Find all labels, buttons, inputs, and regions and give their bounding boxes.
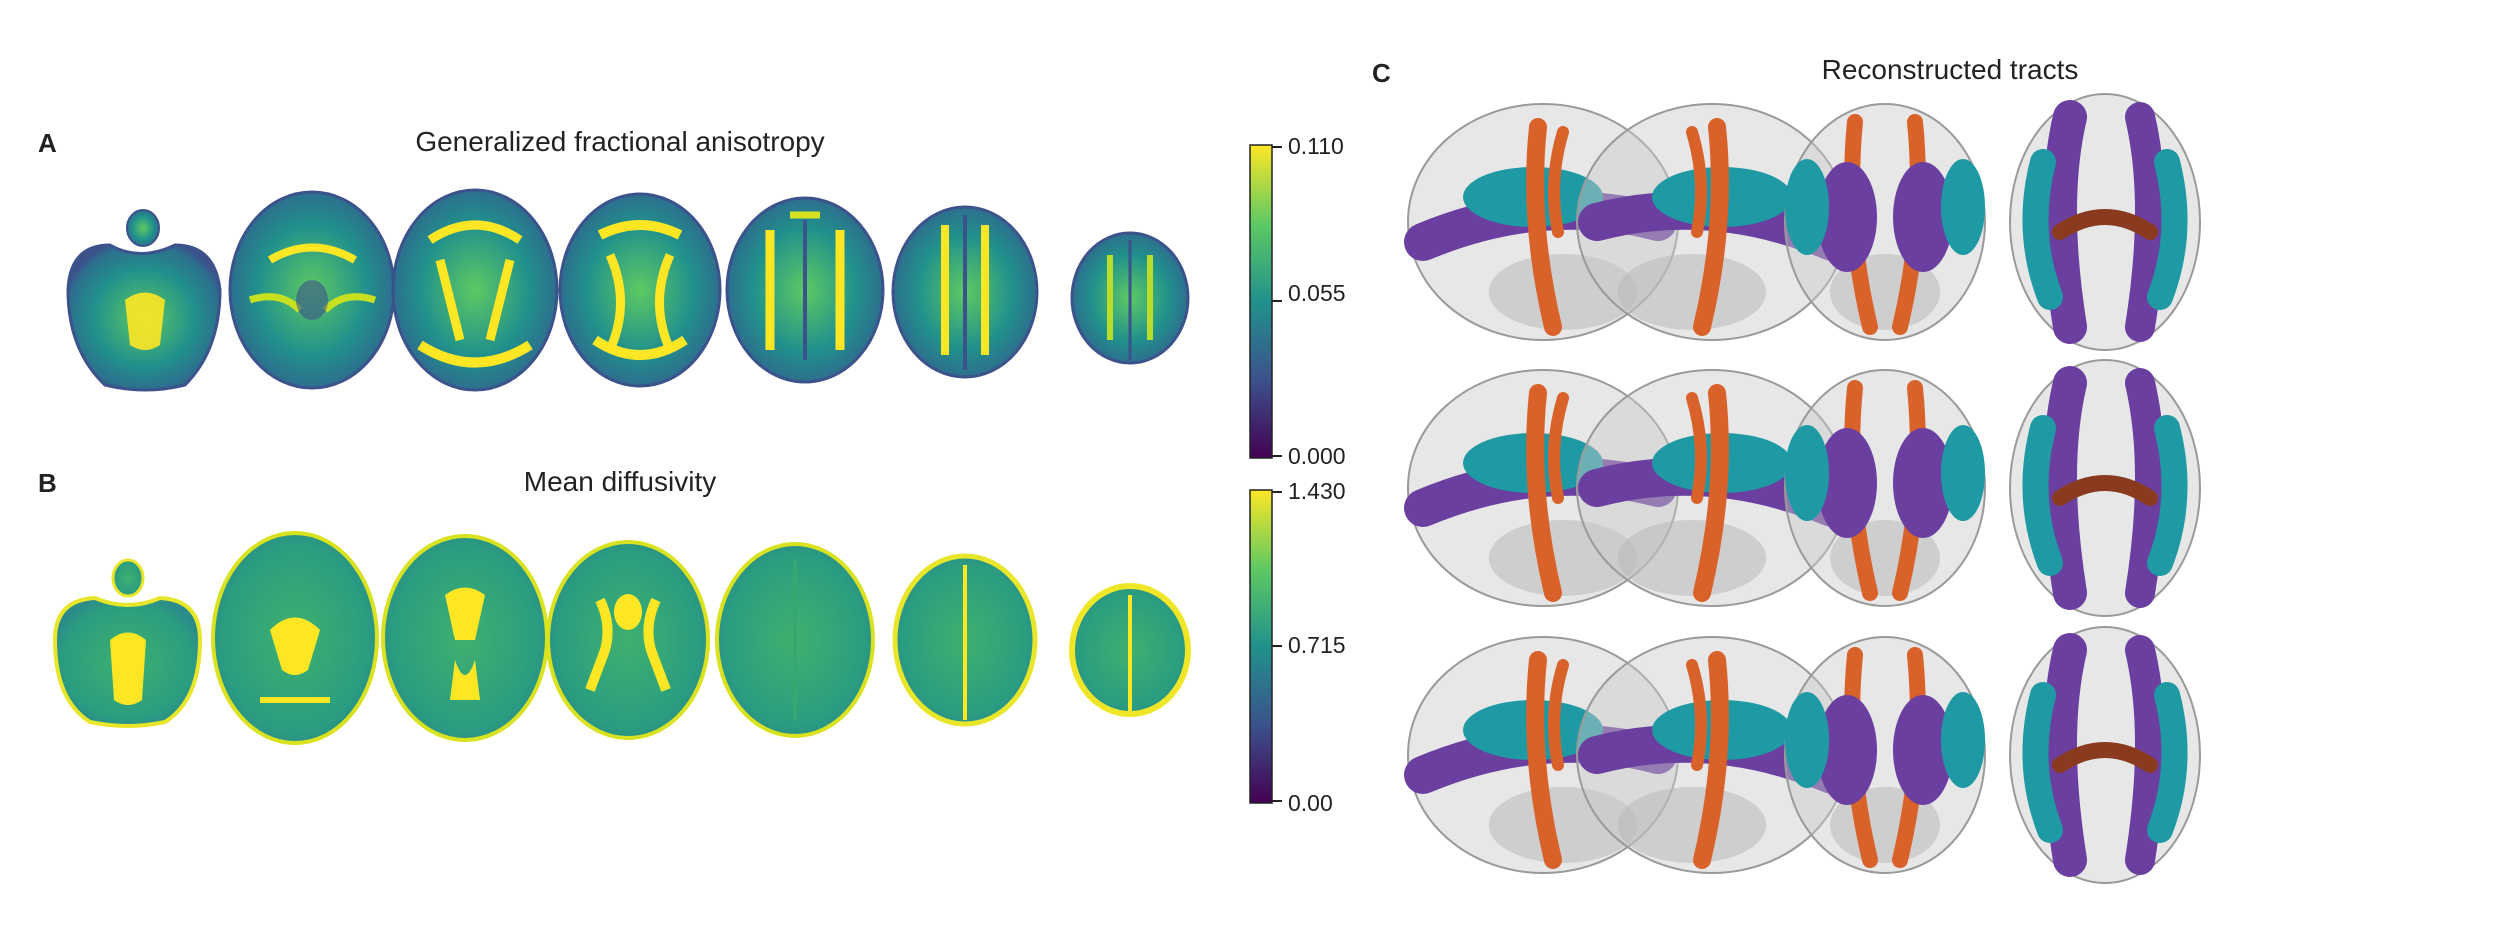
md-slice-3 — [381, 534, 549, 742]
gfa-colorbar — [1249, 144, 1282, 459]
gfa-slice-1 — [66, 209, 222, 392]
panel-b-title: Mean diffusivity — [523, 466, 717, 497]
md-slice-2 — [211, 531, 379, 745]
tract-view-r1-c4 — [2009, 93, 2201, 351]
md-slices — [52, 531, 1191, 745]
tract-view-r2-c4 — [2009, 359, 2201, 617]
tract-view-r1-c2 — [1576, 103, 1851, 341]
gfa-slices — [66, 188, 1190, 392]
md-colorbar — [1249, 489, 1282, 804]
gfa-slice-6 — [891, 205, 1039, 379]
md-slice-5 — [715, 542, 875, 738]
tract-view-r3-c4 — [2009, 626, 2201, 884]
panel-b-letter: B — [38, 468, 57, 498]
tract-view-r3-c1 — [1404, 636, 1679, 874]
md-colorbar-max: 1.430 — [1288, 478, 1346, 504]
panel-a-title: Generalized fractional anisotropy — [415, 126, 825, 157]
md-slice-7 — [1069, 583, 1191, 717]
panel-c-title: Reconstructed tracts — [1821, 54, 2079, 85]
gfa-colorbar-min: 0.000 — [1288, 443, 1346, 469]
md-colorbar-mid: 0.715 — [1288, 632, 1346, 658]
gfa-slice-2 — [228, 190, 396, 390]
gfa-slice-5 — [725, 196, 885, 384]
gfa-slice-4 — [558, 192, 722, 388]
tract-view-r2-c2 — [1576, 369, 1851, 607]
tract-view-r1-c1 — [1404, 103, 1679, 341]
gfa-colorbar-mid: 0.055 — [1288, 280, 1346, 306]
gfa-slice-7 — [1070, 231, 1190, 365]
md-colorbar-min: 0.00 — [1288, 790, 1333, 816]
gfa-slice-3 — [391, 188, 559, 392]
tract-view-r3-c3 — [1784, 636, 1986, 874]
tract-grid — [1404, 93, 2201, 884]
md-slice-4 — [546, 540, 710, 740]
tract-view-r2-c3 — [1784, 369, 1986, 607]
panel-a-letter: A — [38, 128, 57, 158]
md-slice-6 — [892, 553, 1038, 727]
md-slice-1 — [52, 558, 203, 728]
gfa-colorbar-max: 0.110 — [1288, 133, 1344, 159]
tract-view-r1-c3 — [1784, 103, 1986, 341]
panel-c-letter: C — [1372, 58, 1391, 88]
